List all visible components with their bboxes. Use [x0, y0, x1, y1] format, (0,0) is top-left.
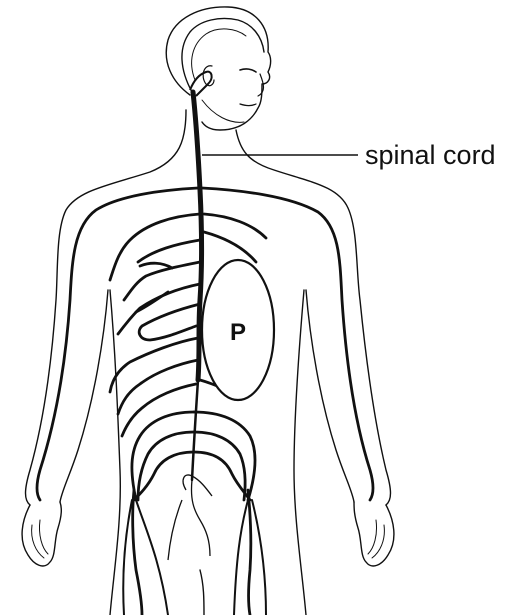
nerve-left-3 [124, 262, 200, 300]
groin-line [168, 500, 182, 560]
right-fingers [368, 520, 384, 558]
nerve-left-6 [110, 338, 198, 392]
right-arm-inner [306, 290, 354, 502]
nerve-left-3b [140, 263, 172, 268]
nerve-loop-2r [194, 432, 245, 500]
leg-split [200, 570, 204, 615]
pelvic-curve [183, 475, 212, 496]
nerve-leg-right-inner [234, 500, 248, 615]
hair-inner [192, 29, 246, 80]
nerve-right-2 [204, 232, 256, 262]
spinal-cord-label: spinal cord [365, 140, 496, 170]
nerve-left-2 [138, 240, 200, 262]
head-outline [166, 7, 270, 130]
spinal-cord-lower [192, 380, 198, 480]
left-fingers [32, 520, 48, 558]
organ-p-label: P [230, 319, 246, 346]
nerve-left-1 [110, 214, 200, 280]
nerve-left-5 [139, 304, 200, 340]
nerve-leg-left-outer [123, 500, 132, 615]
nerve-leg-right-outer [252, 500, 266, 615]
pelvic-lines [168, 475, 212, 560]
nerve-left-4b [136, 292, 168, 312]
right-torso [294, 290, 306, 615]
pelvic-curve-2 [191, 480, 210, 556]
nerve-pelvis-left [133, 490, 142, 615]
nerve-left-8 [122, 384, 196, 436]
jaw [202, 100, 244, 122]
nerve-pelvis-right [248, 490, 251, 615]
mouth [240, 104, 256, 106]
left-torso [110, 290, 120, 615]
eye [240, 69, 256, 72]
